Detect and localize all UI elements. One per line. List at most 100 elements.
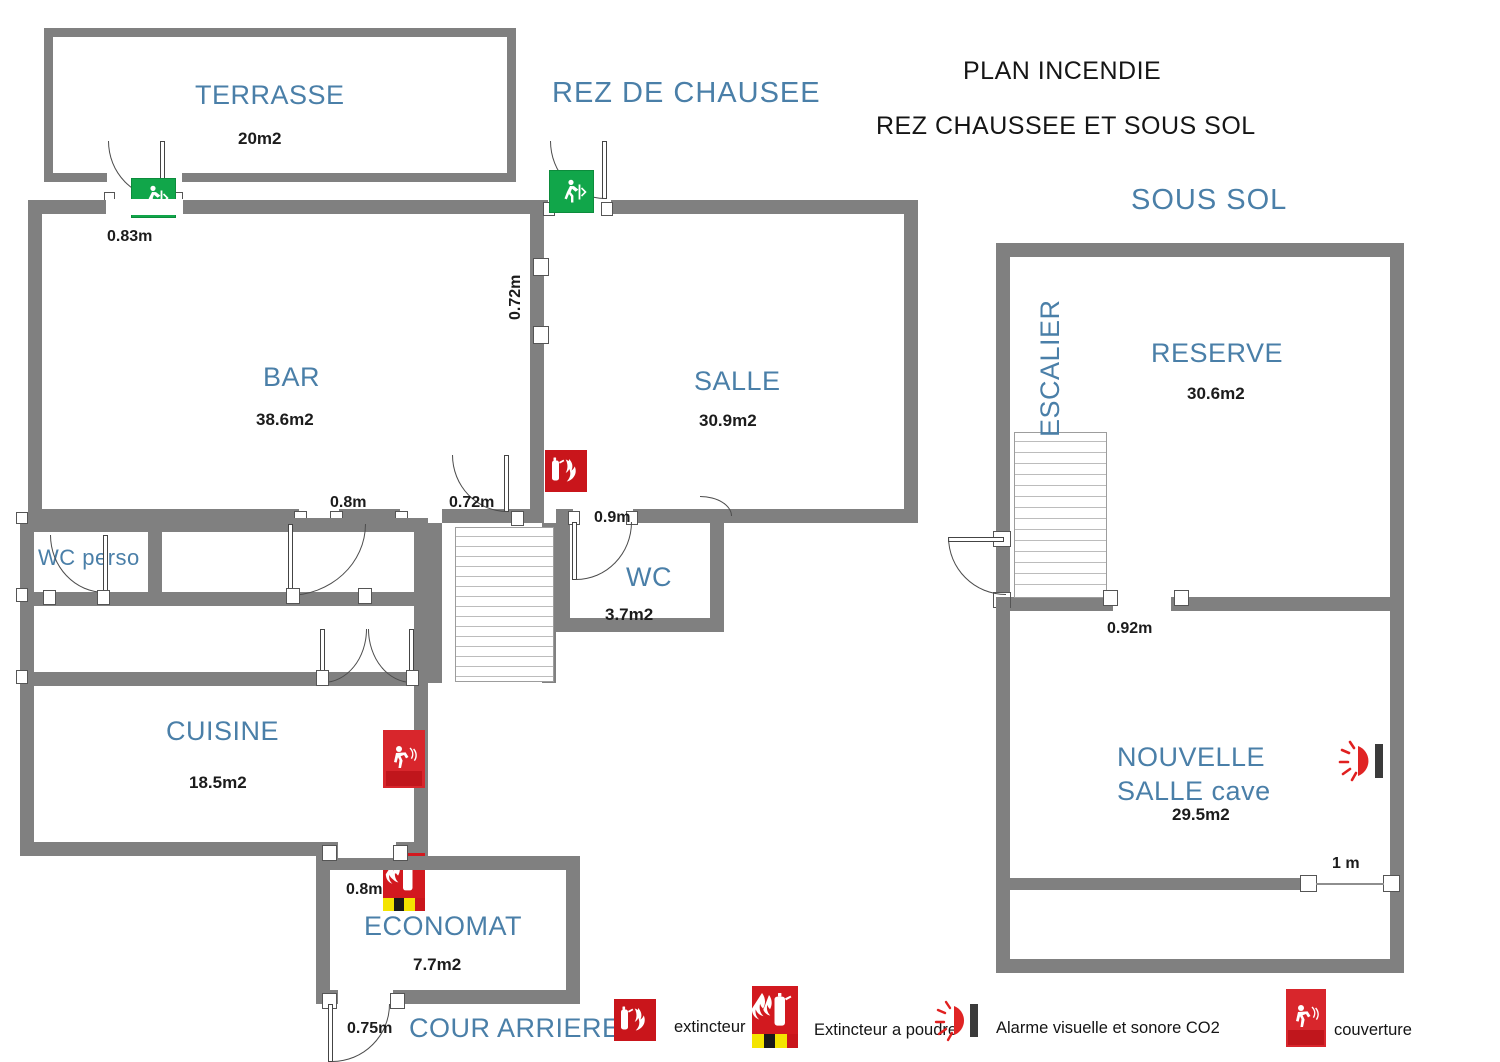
legend-label-extincteur-poudre: Extincteur a poudre [814, 1020, 958, 1039]
room-label-escalier: ESCALIER [1035, 299, 1065, 437]
legend: extincteur Extincteur a poudre [0, 985, 1500, 1062]
door-jamb-reservecave-b [1174, 590, 1189, 606]
room-label-nouvelle-salle-2: SALLE cave [1117, 776, 1271, 806]
room-label-bar: BAR [263, 362, 321, 392]
wall-tick-left-3 [16, 670, 28, 684]
wall-economat-left [316, 856, 330, 1004]
door-jamb-salle-exit-right [601, 202, 613, 216]
room-area-terrasse: 20m2 [238, 129, 282, 148]
room-label-wc: WC [626, 562, 672, 592]
wall-cuisine-bottom [20, 842, 416, 856]
room-label-economat: ECONOMAT [364, 911, 522, 941]
wall-cuisine-top [20, 672, 416, 686]
wall-cuisine-left [20, 518, 34, 856]
opening-reserve-cave [1113, 596, 1171, 613]
room-area-economat: 7.7m2 [413, 955, 462, 974]
opening-wc-door [573, 508, 633, 524]
opening-economat-cuisine [338, 841, 396, 858]
room-label-cour-arriere: COUR ARRIERE [409, 1013, 621, 1043]
extincteur-icon-salle [545, 450, 587, 492]
wall-reserve-bottom [996, 597, 1404, 611]
legend-item-couverture: couverture [1286, 989, 1412, 1047]
door-jamb-bar-hall-right [511, 511, 524, 526]
wall-cave-right [1390, 597, 1404, 973]
wall-economat-top [316, 856, 580, 870]
wall-cave-partition [1010, 878, 1306, 890]
wall-wc-bottom [556, 618, 724, 632]
door-jamb-cave-b [1383, 875, 1400, 892]
wall-terrasse-left [44, 28, 53, 182]
dim-cave-door: 1 m [1332, 855, 1360, 872]
room-label-nouvelle-salle: NOUVELLE [1117, 742, 1266, 772]
door-jamb-office-right [358, 588, 372, 604]
room-label-salle: SALLE [694, 366, 781, 396]
staircase-ground [455, 527, 554, 682]
wall-hall-left [428, 523, 442, 683]
line-cave-opening [1316, 883, 1384, 885]
wall-salle-bottom [556, 509, 918, 523]
door-jamb-economat-a [322, 845, 337, 861]
legend-label-couverture: couverture [1334, 1020, 1412, 1039]
alarme-co2-icon-cave [1338, 736, 1394, 784]
room-area-bar: 38.6m2 [256, 410, 314, 429]
window-bar-salle-1 [533, 258, 549, 276]
door-arc-reserve [948, 537, 1006, 595]
couverture-icon [1286, 989, 1326, 1047]
legend-label-alarme: Alarme visuelle et sonore CO2 [996, 1018, 1220, 1037]
door-jamb-office-left [286, 588, 300, 604]
legend-item-extincteur: extincteur [614, 999, 746, 1041]
dim-wc-door: 0.9m [594, 509, 631, 526]
wall-service-mid [20, 592, 416, 606]
floor-label-ground: REZ DE CHAUSEE [552, 77, 821, 109]
room-area-salle: 30.9m2 [699, 411, 757, 430]
wall-tick-left-1 [16, 512, 28, 524]
dim-economat-door: 0.8m [346, 881, 383, 898]
door-jamb-economat-b [393, 845, 408, 861]
alarme-co2-icon [934, 997, 988, 1043]
wall-cave-bottom [996, 959, 1404, 973]
room-label-terrasse: TERRASSE [195, 80, 345, 110]
room-area-nouvelle-salle: 29.5m2 [1172, 805, 1230, 824]
wall-bar-top [28, 200, 530, 214]
extincteur-poudre-band [383, 898, 425, 911]
door-jamb-wcperso-left [43, 590, 56, 605]
staircase-basement [1014, 432, 1107, 598]
wall-salle-right [904, 200, 918, 523]
room-area-cuisine: 18.5m2 [189, 773, 247, 792]
door-arc-wcperso [50, 535, 105, 593]
door-arc-wc [576, 522, 632, 580]
wall-reserve-right [1390, 243, 1404, 600]
legend-label-extincteur: extincteur [674, 1017, 746, 1036]
dim-bar-salle-wall: 0.72m [507, 274, 524, 320]
dim-cour-door: 0.75m [347, 1020, 393, 1037]
exit-sign-icon-salle [549, 170, 594, 213]
wall-reserve-top [996, 243, 1404, 257]
dim-bar-hall-door: 0.72m [449, 494, 495, 511]
wall-salle-top [530, 200, 918, 214]
door-jamb-cour-b [390, 993, 405, 1009]
opening-cour-door [338, 989, 393, 1006]
door-jamb-wc-right [626, 511, 638, 525]
page-title: PLAN INCENDIE [963, 57, 1162, 85]
dim-reserve-door: 0.92m [1107, 620, 1153, 637]
door-jamb-cave-a [1300, 875, 1317, 892]
wall-wc-left [556, 509, 570, 632]
extincteur-poudre-band-legend [752, 1034, 798, 1048]
door-jamb-cuisine-b [406, 670, 419, 686]
wall-terrasse-right [507, 28, 516, 182]
floor-label-basement: SOUS SOL [1131, 184, 1288, 216]
page-subtitle: REZ CHAUSSEE ET SOUS SOL [876, 112, 1256, 140]
door-jamb-reservecave-a [1103, 590, 1118, 606]
wall-bar-left [28, 200, 42, 523]
wall-reserve-left [996, 243, 1010, 600]
room-area-wc: 3.7m2 [605, 605, 654, 624]
dim-terrasse-door: 0.83m [107, 228, 153, 245]
wall-economat-right [566, 856, 580, 1004]
wall-terrasse-bottom [44, 173, 516, 182]
wall-service-top [20, 518, 428, 532]
dim-bar-cuisine-door: 0.8m [330, 494, 367, 511]
door-jamb-cuisine-a [316, 670, 329, 686]
legend-item-extincteur-poudre: Extincteur a poudre [752, 986, 957, 1048]
wall-wcperso-right [148, 518, 162, 600]
extincteur-icon [614, 999, 656, 1041]
